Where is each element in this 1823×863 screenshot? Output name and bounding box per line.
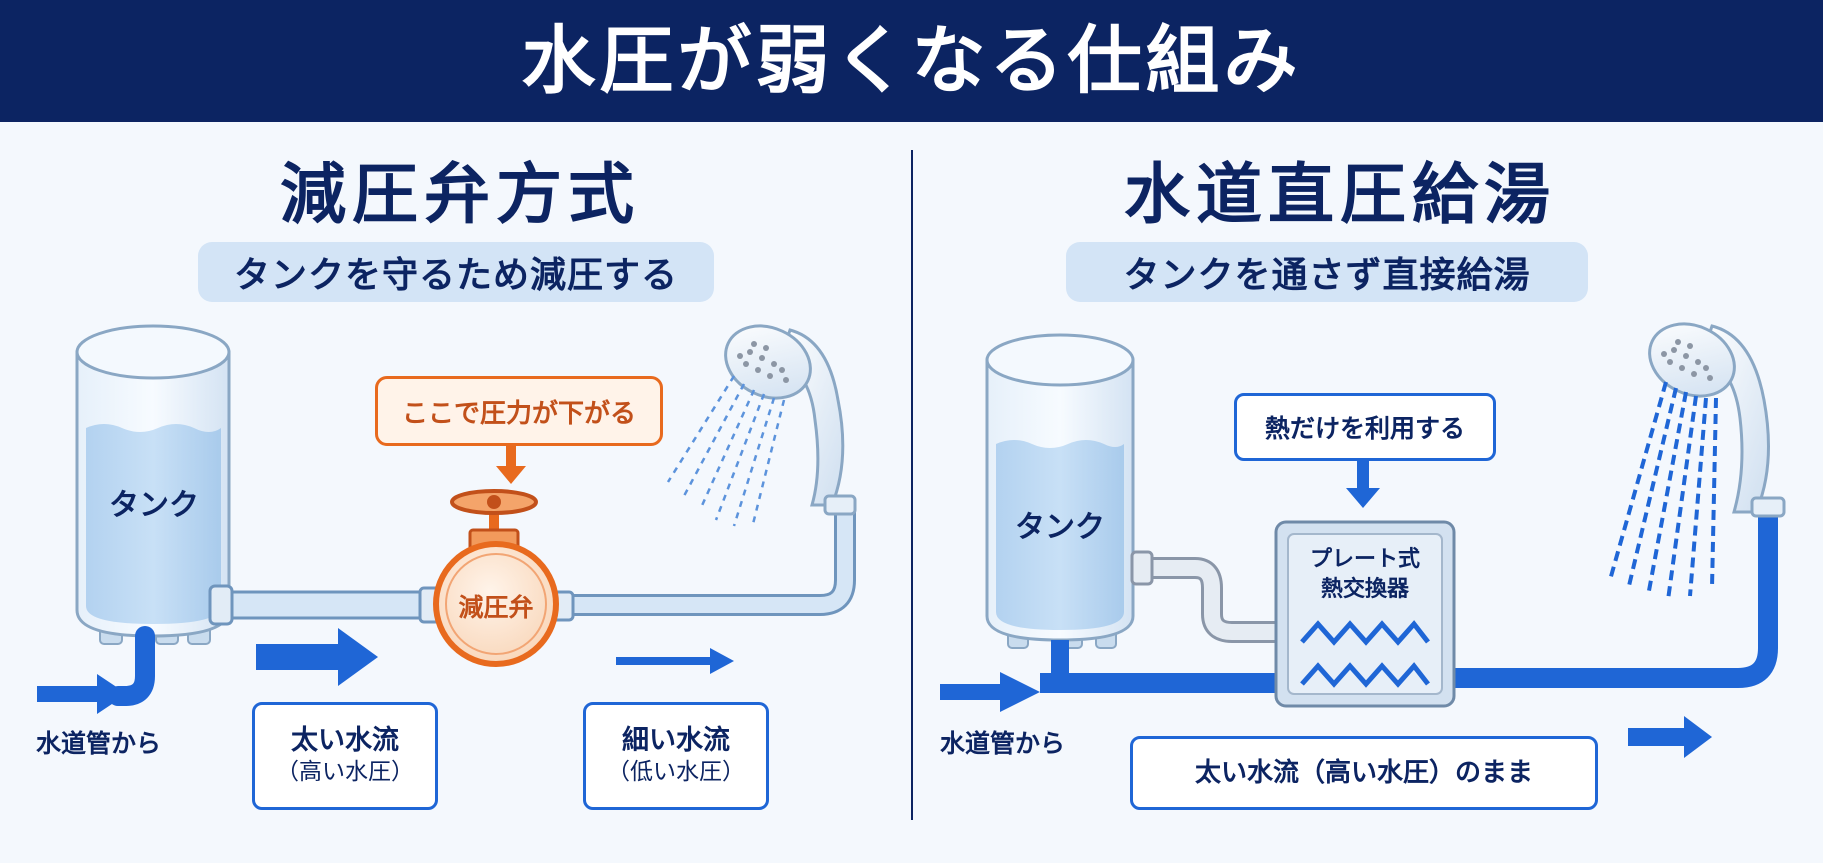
right-callout-arrow-icon (1346, 458, 1380, 508)
page-title: 水圧が弱くなる仕組み (521, 18, 1302, 104)
direct-flow-label: 太い水流（高い水圧）のまま (1194, 757, 1533, 788)
panel-divider (911, 150, 913, 820)
right-inlet-arrow-icon (940, 672, 1040, 712)
left-inlet-arrow-icon (37, 674, 127, 714)
pressure-reducing-valve (433, 489, 559, 667)
pressure-drop-callout: ここで圧力が下がる (375, 376, 663, 446)
right-output-arrow-icon (1628, 716, 1712, 758)
thin-flow-label: 細い水流 (622, 725, 730, 757)
header-banner: 水圧が弱くなる仕組み (0, 0, 1823, 122)
left-inlet-label: 水道管から (36, 729, 162, 758)
direct-flow-box: 太い水流（高い水圧）のまま (1130, 736, 1598, 810)
thin-flow-sub: （低い水圧） (607, 758, 745, 785)
valve-label: 減圧弁 (458, 593, 534, 622)
plate-heat-exchanger (1274, 520, 1456, 708)
left-shower-head-icon (666, 324, 857, 529)
exchanger-label: プレート式 熱交換器 (1280, 545, 1450, 604)
right-tank-label: タンク (1015, 510, 1105, 545)
left-callout-arrow-icon (496, 443, 526, 484)
thin-flow-box: 細い水流 （低い水圧） (583, 702, 769, 810)
left-tank-label: タンク (109, 488, 199, 523)
left-tank (75, 324, 231, 645)
exchanger-label-line2: 熱交換器 (1320, 576, 1409, 602)
heat-wave-icon (1300, 620, 1430, 688)
left-panel-subtitle: タンクを守るため減圧する (198, 242, 714, 302)
thick-flow-arrow-icon (256, 628, 378, 686)
thick-flow-box: 太い水流 （高い水圧） (252, 702, 438, 810)
exchanger-label-line1: プレート式 (1309, 547, 1420, 572)
thin-flow-arrow-icon (616, 648, 734, 674)
right-tank (985, 333, 1135, 649)
thick-flow-label: 太い水流 (291, 725, 399, 757)
right-shower-head-icon (1608, 322, 1786, 601)
heat-only-callout: 熱だけを利用する (1234, 393, 1496, 461)
right-panel-title: 水道直圧給湯 (1124, 156, 1556, 233)
right-panel-subtitle: タンクを通さず直接給湯 (1066, 242, 1588, 302)
left-panel-title: 減圧弁方式 (280, 156, 640, 233)
thick-flow-sub: （高い水圧） (276, 758, 414, 785)
right-inlet-label: 水道管から (940, 729, 1066, 758)
